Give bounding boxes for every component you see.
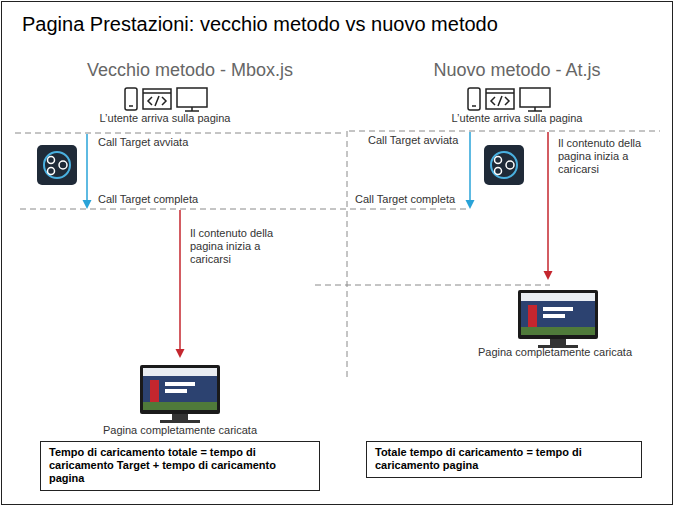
monitor-illustration [172,414,188,420]
target-call-arrow [83,200,92,209]
device-icons [148,97,152,105]
target-icon [44,152,70,178]
monitor-illustration [543,314,565,318]
device-icons [505,97,509,105]
monitor-illustration [160,420,200,423]
step-label: Call Target avviata [98,136,188,149]
target-icon [37,145,524,185]
step-label: Call Target completa [98,193,198,206]
target-icon [491,152,517,178]
dashed-divider [15,133,345,134]
box-text: Tempo di caricamento totale = tempo di c… [49,446,311,486]
monitor-illustration [150,380,159,402]
device-icons [125,88,550,111]
step-label: Il contenuto della pagina inizia a caric… [558,137,650,177]
page-load-arrow [544,271,553,280]
device-icons [491,97,495,105]
monitor-illustration [143,368,217,376]
device-icons [185,110,199,112]
target-icon [495,157,502,164]
device-icons [486,89,514,109]
page-load-arrow [179,210,181,350]
box-text: Totale tempo di caricamento = tempo di c… [375,446,633,472]
monitor-illustration [518,290,598,339]
target-icon [495,168,502,175]
monitor-illustration [521,293,595,335]
target-call-arrow [466,200,475,209]
dashed-divider [15,131,660,380]
target-call-arrow [83,132,475,209]
monitor-illustration [521,327,595,335]
dashed-divider [347,131,348,380]
device-icons [125,88,137,110]
column-heading: Nuovo metodo - At.js [397,60,637,82]
monitor-illustration [543,307,573,311]
result-label: Pagina completamente caricata [455,346,655,359]
column-heading: Vecchio metodo - Mbox.js [60,60,320,82]
target-icon [48,168,55,175]
target-icon [37,145,77,185]
page-load-arrow [547,132,549,272]
device-icons [498,96,502,106]
result-label: Pagina completamente caricata [80,424,280,437]
device-icons [143,92,171,94]
monitor-illustration [143,368,217,410]
target-call-arrow [469,132,471,201]
device-icons [528,110,542,112]
dashed-divider [349,131,660,132]
step-label: L’utente arriva sulla pagina [427,112,607,125]
target-call-arrow [86,134,88,201]
step-label: L’utente arriva sulla pagina [75,112,255,125]
monitor-illustration [165,382,195,386]
step-label: Call Target completa [355,193,455,206]
device-icons [177,88,207,107]
summary-box: Totale tempo di caricamento = tempo di c… [366,441,642,478]
monitor-illustration [165,389,187,393]
step-label: Il contenuto della pagina inizia a caric… [190,227,282,267]
step-label: Call Target avviata [368,134,458,147]
dashed-divider [20,209,470,210]
page-load-arrow [176,349,185,358]
device-icons [129,105,133,107]
device-icons [520,88,550,107]
monitor-illustration [550,339,566,345]
target-icon [48,157,55,164]
page-load-arrow [176,132,553,358]
device-icons [486,92,514,94]
dashed-divider [315,285,550,286]
monitor-illustration [143,402,217,410]
device-icons [155,96,159,106]
device-icons [162,97,166,105]
target-icon [484,145,524,185]
summary-box: Tempo di caricamento totale = tempo di c… [40,441,320,491]
device-icons [468,88,480,110]
target-icon [59,161,67,169]
target-icon [506,161,514,169]
device-icons [472,105,476,107]
device-icons [143,89,171,109]
monitor-illustration [528,305,537,327]
diagram-title: Pagina Prestazioni: vecchio metodo vs nu… [22,12,498,36]
monitor-illustration [140,365,220,414]
monitor-illustration [521,293,595,301]
